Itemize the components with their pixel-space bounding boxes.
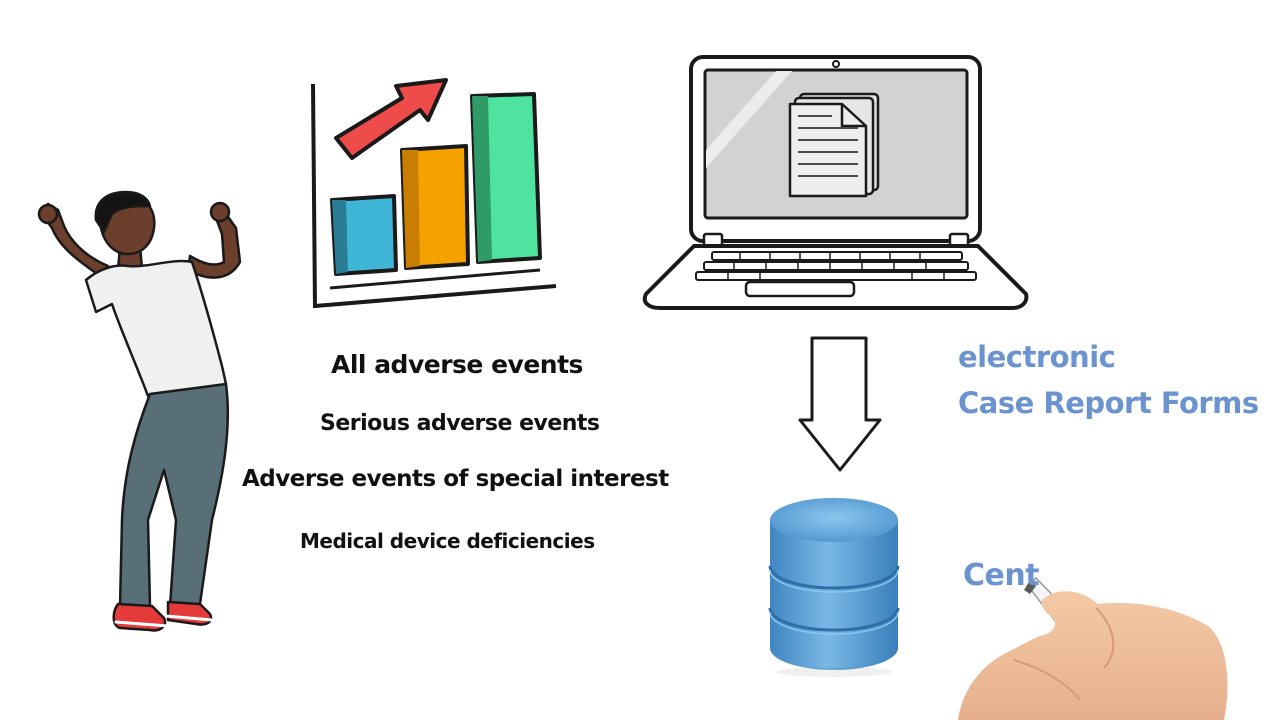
event-serious-adverse: Serious adverse events — [320, 411, 600, 436]
ecrf-label-line2: Case Report Forms — [958, 386, 1259, 420]
growth-bar-chart-icon — [311, 78, 557, 309]
event-all-adverse: All adverse events — [331, 350, 583, 379]
laptop-with-document-icon — [642, 55, 1029, 310]
hand-with-marker-icon — [958, 576, 1228, 720]
event-device-deficiencies: Medical device deficiencies — [300, 529, 595, 553]
event-special-interest: Adverse events of special interest — [242, 466, 669, 492]
partial-database-label: Cent — [963, 558, 1040, 593]
cheering-person-icon — [37, 190, 242, 632]
database-icon — [768, 498, 900, 677]
down-arrow-icon — [798, 336, 882, 472]
ecrf-label-line1: electronic — [958, 340, 1116, 374]
